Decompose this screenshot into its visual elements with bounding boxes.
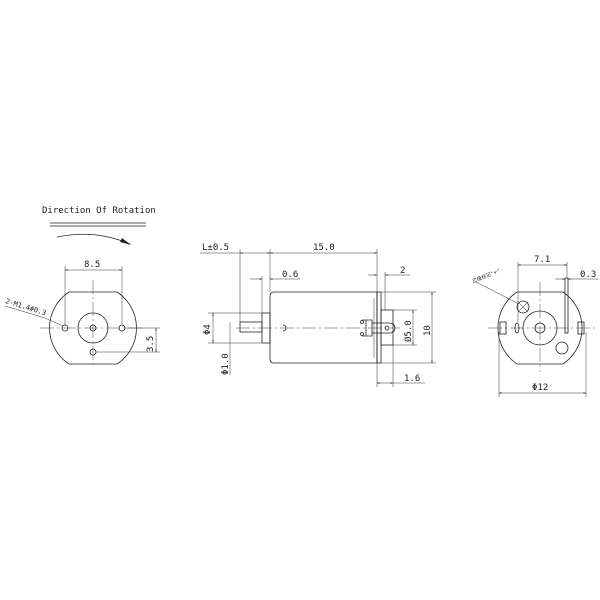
rotation-arrowhead-icon [120,238,131,245]
dim-terminal-length: 1.6 [404,374,420,384]
dim-terminal-thickness: 0.3 [580,270,596,280]
front-view [4,266,160,368]
rotation-arrow-icon [56,233,131,245]
dim-flange-thickness: 2 [400,266,405,276]
dim-shaft-dia: Φ1.0 [221,353,231,375]
dim-bushing-length: 0.6 [282,270,298,280]
hole-callout: 2-M1.4#0.3 [4,297,47,317]
dim-hole-spacing: 8.5 [84,260,100,270]
rotation-title: Direction Of Rotation [42,206,156,216]
dim-terminal-spacing: 7.1 [534,255,550,265]
dim-rear-dia: Ø5.0 [403,320,414,342]
side-view [200,249,436,387]
rear-view [475,262,598,397]
dim-body-length: 15.0 [313,243,335,253]
dim-outer-dia: Φ12 [532,383,548,393]
polarity-label: 正极标记“+” [471,267,501,285]
dim-bushing-dia: Φ4 [203,324,213,335]
dim-shaft-length: L±0.5 [202,243,229,253]
dim-body-height: 10 [423,325,433,336]
dim-hole-offset: 3.5 [146,336,156,352]
